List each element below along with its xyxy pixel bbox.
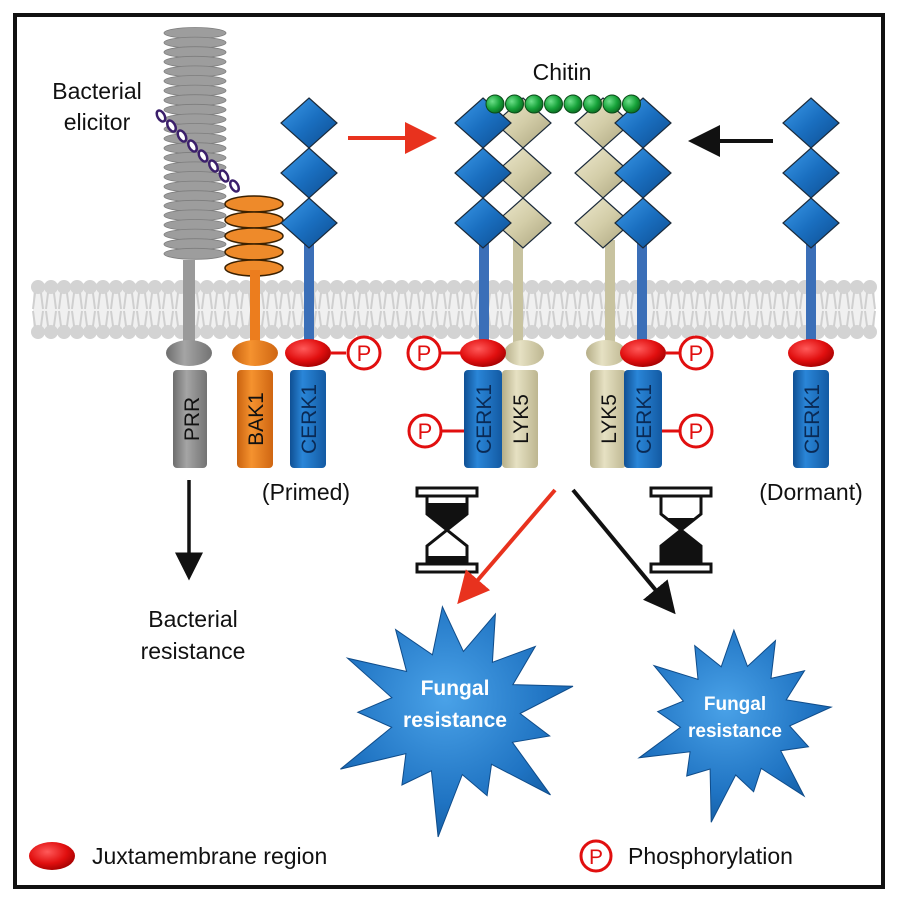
primed-label: (Primed)	[262, 479, 350, 505]
fungal-resistance-left-2: resistance	[403, 709, 507, 732]
prr-receptor: PRR	[163, 27, 227, 468]
bacterial-elicitor-label-2: elicitor	[64, 109, 131, 135]
chitin-label: Chitin	[533, 59, 592, 85]
cerk1-label: CERK1	[473, 384, 496, 454]
juxtamembrane-region	[460, 339, 506, 367]
fungal-resistance-weak-burst	[637, 628, 833, 823]
juxtamembrane-legend-icon	[29, 842, 75, 870]
svg-text:P: P	[689, 341, 704, 366]
cerk1-stalk	[637, 240, 647, 345]
lyk5-label: LYK5	[510, 394, 533, 444]
plasma-membrane	[31, 280, 877, 339]
prr-lrr-ectodomain	[163, 27, 227, 260]
cerk1-kinase-domain	[464, 370, 502, 468]
legend-juxtamembrane: Juxtamembrane region	[92, 843, 327, 869]
bacterial-elicitor	[155, 109, 241, 193]
cerk1-stalk	[304, 240, 314, 345]
cerk1-lysm-domain	[614, 147, 672, 199]
hourglass-fast-icon	[415, 486, 479, 574]
phospho-marks: P P P P P	[346, 335, 714, 449]
phospho-icon: P	[407, 413, 443, 449]
legend-phosphorylation: Phosphorylation	[628, 843, 793, 869]
cerk1-lysm-domain	[782, 97, 840, 149]
lyk5-lysm-domain	[494, 197, 552, 249]
cerk1-label: CERK1	[298, 384, 321, 454]
prr-kinase-domain	[173, 370, 207, 468]
prr-transmembrane	[183, 260, 195, 350]
bak1-receptor: BAK1	[224, 195, 284, 468]
juxtamembrane-region	[620, 339, 666, 367]
phospho-icon: P	[678, 335, 714, 371]
svg-text:P: P	[418, 419, 433, 444]
lyk5-juxtamembrane	[586, 340, 626, 366]
phospho-icon: P	[346, 335, 382, 371]
juxtamembrane-region	[285, 339, 331, 367]
lyk5-stalk	[605, 240, 615, 345]
cerk1-lysm-domain	[454, 197, 512, 249]
bacterial-elicitor-label-1: Bacterial	[52, 78, 141, 104]
prr-label: PRR	[181, 397, 204, 441]
phosphorylation-legend-icon	[579, 839, 613, 873]
bak1-transmembrane	[250, 270, 260, 350]
lyk5-kinase-domain	[590, 370, 626, 468]
cerk1-lysm-domain	[280, 197, 338, 249]
phospho-icon: P	[678, 413, 714, 449]
lyk5-lysm-domain	[574, 197, 632, 249]
bak1-label: BAK1	[245, 392, 268, 446]
cerk1-primed: CERK1	[285, 339, 346, 468]
bak1-kinase-domain	[237, 370, 273, 468]
svg-text:P: P	[689, 419, 704, 444]
fungal-resistance-strong-burst	[340, 605, 574, 838]
svg-text:P: P	[417, 341, 432, 366]
cerk1-lysm-domain	[280, 97, 338, 149]
cerk1-lyk5-complex: CERK1 LYK5 LYK5 CERK1	[440, 339, 681, 468]
cerk1-lysm-domain	[782, 147, 840, 199]
cerk1-lysm-domain	[454, 147, 512, 199]
phospho-icon: P	[406, 335, 442, 371]
fungal-resistance-right-1: Fungal	[704, 694, 766, 715]
lyk5-stalk	[513, 240, 523, 345]
prr-juxtamembrane	[166, 340, 212, 366]
juxtamembrane-region	[788, 339, 834, 367]
primed-outcome-arrow	[457, 488, 557, 605]
cerk1-label: CERK1	[633, 384, 656, 454]
svg-text:P: P	[589, 846, 603, 869]
cerk1-lysm-domain	[614, 197, 672, 249]
cerk1-lysm-domain	[782, 197, 840, 249]
svg-text:P: P	[357, 341, 372, 366]
fungal-resistance-right-2: resistance	[688, 721, 782, 742]
dormant-outcome-arrow	[571, 488, 676, 615]
cerk1-lysm-domain	[280, 147, 338, 199]
lyk5-label: LYK5	[598, 394, 621, 444]
fungal-resistance-left-1: Fungal	[421, 677, 490, 700]
legend: Juxtamembrane region P Phosphorylation	[29, 839, 793, 873]
cerk1-kinase-domain	[624, 370, 662, 468]
cerk1-stalk	[806, 240, 816, 345]
bacterial-resistance-label-2: resistance	[141, 638, 246, 664]
bacterial-resistance-label-1: Bacterial	[148, 606, 237, 632]
cerk1-stalk	[479, 240, 489, 345]
lyk5-kinase-domain	[502, 370, 538, 468]
bak1-juxtamembrane	[232, 340, 278, 366]
cerk1-dormant: CERK1	[788, 339, 834, 468]
cerk1-label: CERK1	[801, 384, 824, 454]
dormant-label: (Dormant)	[759, 479, 863, 505]
bak1-ectodomain	[224, 195, 284, 277]
lyk5-juxtamembrane	[504, 340, 544, 366]
cerk1-kinase-domain	[793, 370, 829, 468]
hourglass-slow-icon	[649, 486, 713, 574]
chitin-chain	[485, 94, 641, 114]
cerk1-kinase-domain	[290, 370, 326, 468]
